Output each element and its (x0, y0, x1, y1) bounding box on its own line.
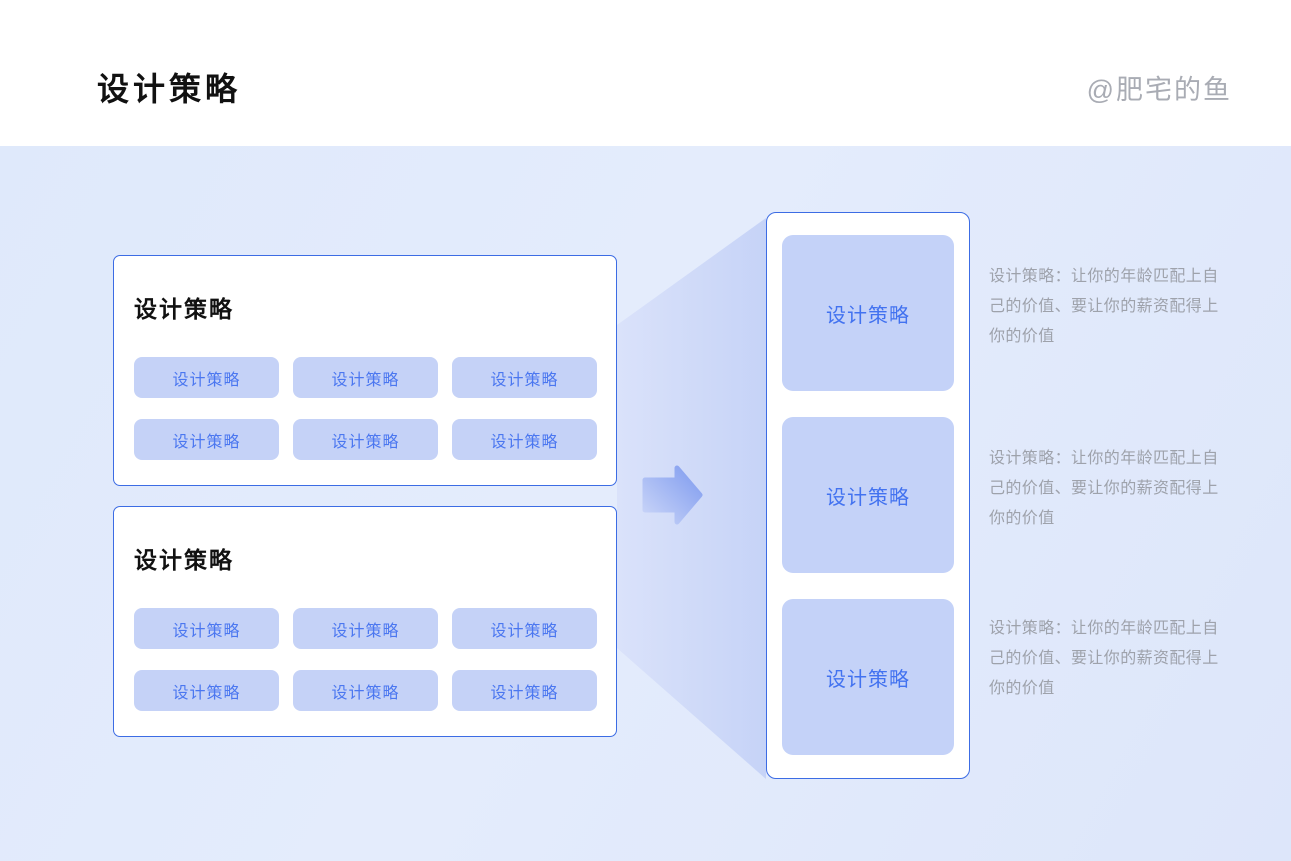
strategy-card-2[interactable]: 设计策略 (782, 417, 954, 573)
strategy-chip[interactable]: 设计策略 (134, 608, 279, 649)
chip-grid: 设计策略 设计策略 设计策略 设计策略 设计策略 设计策略 (134, 357, 597, 460)
strategy-chip[interactable]: 设计策略 (134, 357, 279, 398)
strategy-card-3[interactable]: 设计策略 (782, 599, 954, 755)
strategy-panel-1: 设计策略 设计策略 设计策略 设计策略 设计策略 设计策略 设计策略 (113, 255, 617, 486)
strategy-chip[interactable]: 设计策略 (452, 419, 597, 460)
strategy-chip[interactable]: 设计策略 (293, 419, 438, 460)
strategy-chip[interactable]: 设计策略 (293, 357, 438, 398)
detail-panel: 设计策略 设计策略 设计策略 (766, 212, 970, 779)
chip-grid: 设计策略 设计策略 设计策略 设计策略 设计策略 设计策略 (134, 608, 597, 711)
strategy-card-1[interactable]: 设计策略 (782, 235, 954, 391)
strategy-chip[interactable]: 设计策略 (293, 670, 438, 711)
panel-title: 设计策略 (134, 296, 234, 322)
strategy-panel-2: 设计策略 设计策略 设计策略 设计策略 设计策略 设计策略 设计策略 (113, 506, 617, 737)
strategy-description-2: 设计策略：让你的年龄匹配上自己的价值、要让你的薪资配得上你的价值 (989, 450, 1219, 527)
strategy-description-1: 设计策略：让你的年龄匹配上自己的价值、要让你的薪资配得上你的价值 (989, 268, 1219, 345)
strategy-description-3: 设计策略：让你的年龄匹配上自己的价值、要让你的薪资配得上你的价值 (989, 620, 1219, 697)
page-title: 设计策略 (97, 71, 242, 107)
strategy-chip[interactable]: 设计策略 (293, 608, 438, 649)
strategy-chip[interactable]: 设计策略 (452, 357, 597, 398)
strategy-chip[interactable]: 设计策略 (134, 670, 279, 711)
header: 设计策略 @肥宅的鱼 (0, 0, 1291, 146)
panel-title: 设计策略 (134, 547, 234, 573)
author-watermark: @肥宅的鱼 (1086, 75, 1232, 105)
strategy-chip[interactable]: 设计策略 (134, 419, 279, 460)
strategy-chip[interactable]: 设计策略 (452, 670, 597, 711)
strategy-chip[interactable]: 设计策略 (452, 608, 597, 649)
